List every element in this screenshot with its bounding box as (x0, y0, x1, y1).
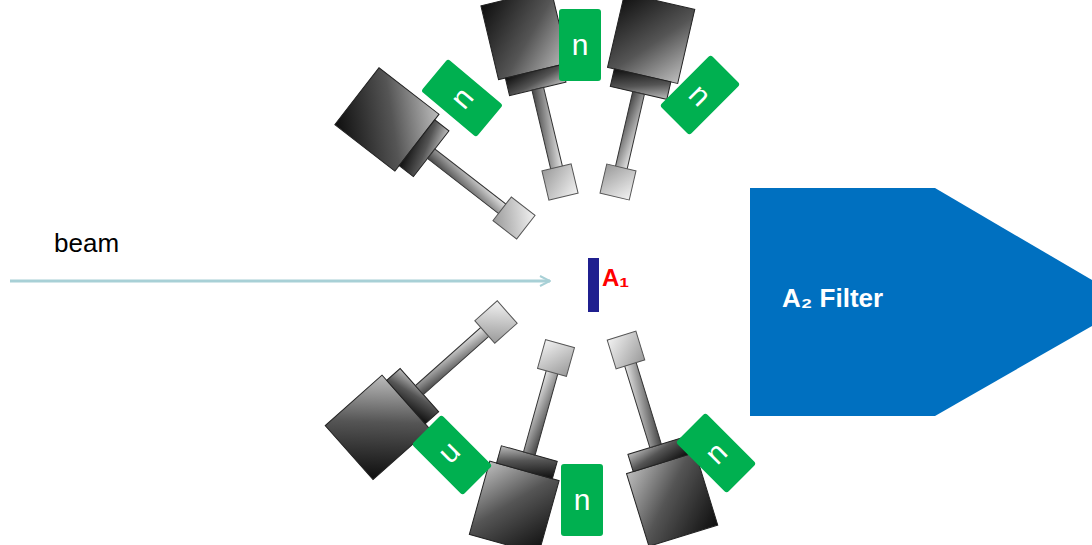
detector-head (493, 197, 535, 239)
detector-neck (532, 87, 563, 169)
target-a1 (588, 258, 599, 312)
neutron-detector-box: n (561, 464, 603, 536)
n-label: n (574, 485, 591, 515)
detector-neck (624, 362, 661, 448)
detector-head (542, 164, 578, 200)
detector-neck (428, 149, 507, 214)
detector-head (538, 340, 575, 377)
detector-neck (615, 92, 644, 170)
filter-shape: A₂ Filter (750, 188, 1092, 416)
filter-label: A₂ Filter (782, 283, 883, 314)
beam-label: beam (54, 228, 119, 259)
n-label: n (445, 82, 479, 114)
detector-head (600, 164, 636, 200)
detector-group (325, 0, 718, 545)
target-label: A₁ (602, 264, 629, 292)
n-label: n (572, 30, 589, 60)
n-label: n (683, 78, 716, 111)
n-label: n (699, 436, 732, 469)
detector-neck (524, 370, 558, 455)
detector-head (475, 301, 517, 343)
n-label: n (435, 438, 468, 471)
filter-polygon (750, 188, 1092, 416)
detector (469, 334, 594, 545)
beam-arrow (10, 280, 550, 283)
neutron-detector-box: n (559, 9, 601, 81)
detector-neck (415, 327, 489, 395)
detector-head (607, 331, 645, 369)
